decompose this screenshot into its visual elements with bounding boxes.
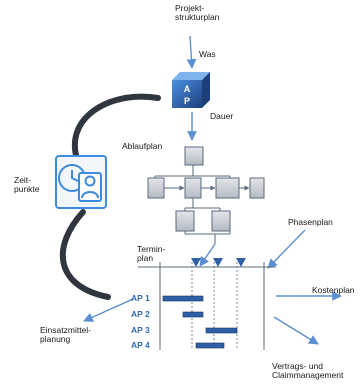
milestone-icon [213, 258, 223, 267]
ap-label-2: AP 2 [131, 309, 150, 319]
ap-label-1: AP 1 [131, 293, 150, 303]
network-node-6 [175, 210, 195, 232]
label-terminplan: Termin- plan [137, 244, 166, 263]
label-phasenplan: Phasenplan [288, 217, 333, 227]
network-node-7 [211, 210, 231, 232]
arrow-network-to-terminplan [199, 243, 216, 267]
ap-label-4: AP 4 [131, 340, 150, 350]
label-projektstrukturplan: Projekt- strukturplan [175, 3, 220, 22]
label-kostenplan: Kostenplan [312, 285, 355, 295]
network-node-2 [147, 177, 165, 199]
clock-person-icon [55, 155, 107, 209]
network-node-5 [249, 177, 265, 199]
cycle-arc-top [71, 93, 161, 165]
gantt-bar-ap1 [162, 295, 204, 302]
network-diagram [154, 165, 250, 244]
network-node-4 [215, 177, 240, 199]
cube-letter-p: P [184, 96, 190, 106]
label-zeitpunkte: Zeit- punkte [14, 175, 40, 194]
cube-ap-icon: A P [172, 72, 210, 108]
gantt-bar-ap4 [195, 342, 225, 349]
arrow-phasenplan [267, 229, 306, 269]
label-vertragsmanagement: Vertrags- und Claimmanagement [272, 362, 344, 380]
network-node-1 [184, 146, 204, 166]
gantt-chart [138, 258, 276, 350]
network-node-3 [184, 177, 202, 199]
ap-label-3: AP 3 [131, 325, 150, 335]
arrow-einsatzmittel [83, 298, 134, 322]
cycle-arc-bottom [59, 209, 111, 300]
network-nodes [147, 146, 265, 232]
label-einsatzmittelplanung: Einsatzmittel- planung [40, 325, 92, 344]
arrow-vertrag [273, 316, 319, 345]
label-dauer: Dauer [210, 111, 234, 121]
gantt-bar-ap3 [205, 327, 238, 334]
label-ablaufplan: Ablaufplan [122, 141, 163, 151]
milestone-icon [236, 258, 246, 267]
milestone-icon [191, 258, 201, 267]
label-was: Was [199, 49, 216, 59]
gantt-bar-ap2 [182, 311, 204, 318]
cube-letter-a: A [184, 84, 191, 94]
arrow-strukturplan-to-cube [186, 35, 197, 69]
